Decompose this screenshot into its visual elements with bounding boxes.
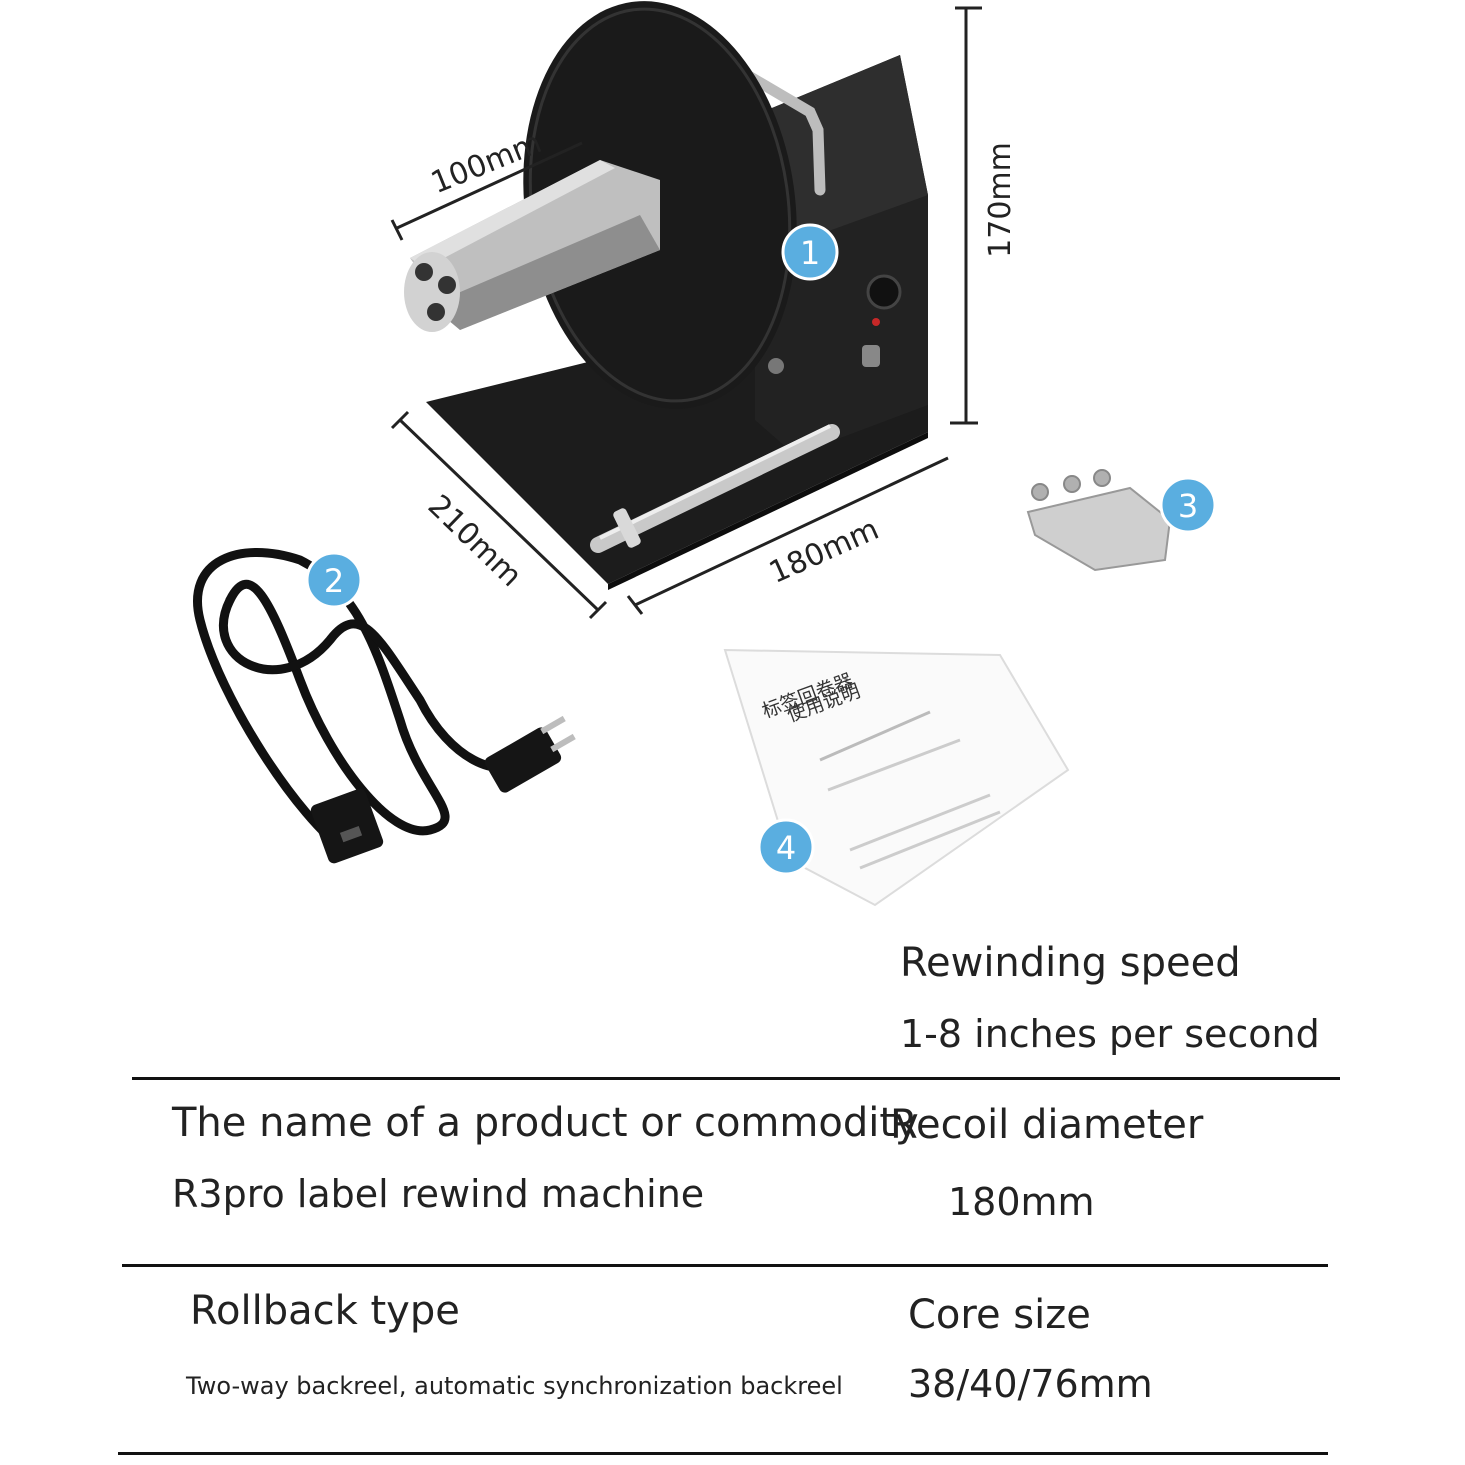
dimension-depth-label: 210mm [421,488,529,594]
svg-text:2: 2 [324,562,344,600]
toggle-switch-icon [862,345,880,367]
dimension-height: 170mm [950,6,1018,425]
rewinding-speed-label: Rewinding speed [900,940,1241,986]
product-illustration: 170mm 100mm 210mm 180mm 标签回卷器 使用说明 [193,1,1217,907]
power-cord-icon [193,548,525,855]
rollback-type-label: Rollback type [190,1288,460,1334]
svg-text:3: 3 [1178,487,1198,525]
guide-rod [590,424,840,553]
speed-knob-icon [866,274,902,310]
iec-connector-icon [310,788,384,864]
callout-badge-2: 2 [305,551,363,609]
plug-icon [484,727,562,793]
dimension-height-label: 170mm [983,142,1018,258]
rewinding-speed-value: 1-8 inches per second [900,1012,1320,1056]
svg-text:4: 4 [776,829,796,867]
core-size-label: Core size [908,1292,1091,1338]
divider [122,1264,1328,1267]
callout-badge-3: 3 [1159,476,1217,534]
label-rewinder-machine [404,1,928,590]
rollback-type-value: Two-way backreel, automatic synchronizat… [186,1372,843,1400]
product-name-value: R3pro label rewind machine [172,1172,705,1216]
product-name-label: The name of a product or commodity [172,1100,919,1146]
dimension-width-label: 180mm [764,512,884,591]
svg-text:1: 1 [800,234,820,272]
divider [132,1077,1340,1080]
core-size-value: 38/40/76mm [908,1362,1153,1406]
recoil-diameter-label: Recoil diameter [890,1102,1204,1148]
mounting-bracket-icon [1026,469,1172,572]
recoil-diameter-value: 180mm [948,1180,1095,1224]
divider [118,1452,1328,1455]
callout-badge-1: 1 [781,223,839,281]
callout-badge-4: 4 [757,818,815,876]
